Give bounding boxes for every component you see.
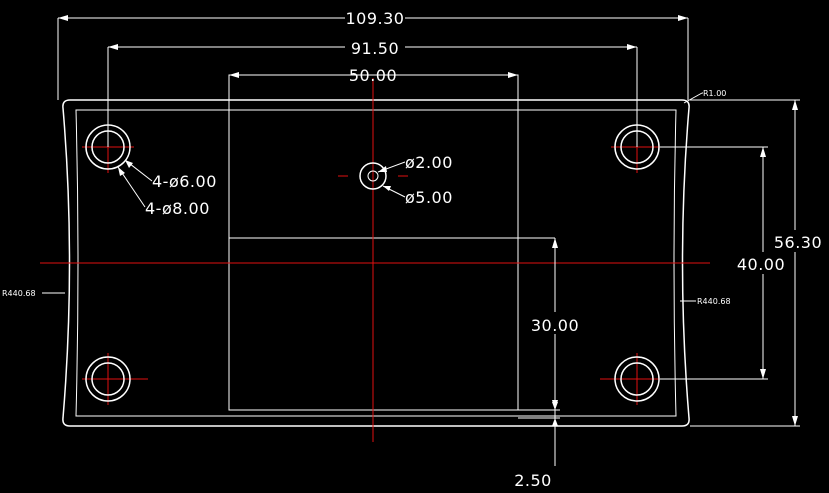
corner-hole-outer-callout: 4-ø8.00 (145, 199, 210, 218)
right-side-radius-callout: R440.68 (697, 297, 731, 306)
dimension-hole-spacing-y-label: 40.00 (737, 255, 785, 274)
left-side-radius-callout: R440.68 (2, 289, 36, 298)
corner-radius-callout: R1.00 (703, 89, 726, 98)
plate-outline (62, 99, 690, 427)
center-hole (359, 162, 387, 190)
dimension-overall-height-label: 56.30 (774, 233, 822, 252)
corner-hole-bottom-right (614, 356, 660, 402)
pocket-outlines (228, 74, 555, 411)
dimension-hole-spacing-x: 91.50 (107, 39, 638, 147)
corner-hole-inner-callout: 4-ø6.00 (152, 172, 217, 191)
center-hole-inner-callout: ø2.00 (405, 153, 453, 172)
corner-hole-bottom-left (85, 356, 131, 402)
centerlines (40, 78, 710, 442)
center-hole-callouts: ø2.00 ø5.00 (377, 153, 453, 207)
corner-hole-callouts: 4-ø6.00 4-ø8.00 (117, 159, 217, 218)
dimension-pocket-offset-label: 2.50 (514, 471, 552, 490)
dimension-overall-width: 109.30 (57, 9, 689, 100)
dimension-pocket-width: 50.00 (229, 66, 518, 85)
dimension-pocket-height-label: 30.00 (531, 316, 579, 335)
dimension-overall-height: 56.30 (690, 99, 822, 427)
center-hole-outer-callout: ø5.00 (405, 188, 453, 207)
dimension-pocket-offset: 2.50 (514, 402, 560, 490)
dimension-overall-width-label: 109.30 (346, 9, 405, 28)
dimension-hole-spacing-x-label: 91.50 (351, 39, 399, 58)
dimension-hole-spacing-y: 40.00 (660, 146, 785, 380)
radius-callouts: R1.00 R440.68 R440.68 (2, 89, 731, 306)
dimension-pocket-height: 30.00 (518, 238, 579, 411)
dimension-pocket-width-label: 50.00 (349, 66, 397, 85)
